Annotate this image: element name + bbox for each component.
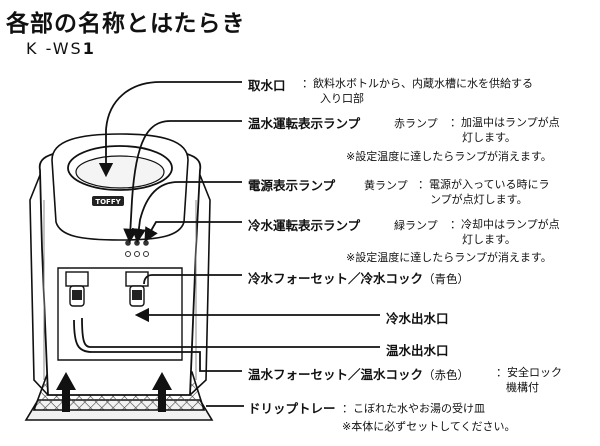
part-label-power-lamp: 電源表示ランプ	[248, 178, 336, 193]
part-desc-hot-faucet: ：安全ロック機構付	[496, 366, 562, 394]
part-label-hot-faucet: 温水フォーセット／温水コック（赤色）	[248, 367, 470, 382]
part-color-cold-lamp: 緑ランプ	[394, 219, 438, 232]
part-label-cold-outlet: 冷水出水口	[386, 311, 449, 326]
part-label-cold-lamp: 冷水運転表示ランプ	[248, 218, 361, 233]
part-color-hot-lamp: 赤ランプ	[394, 117, 438, 130]
model-prefix: K -WS	[26, 39, 83, 58]
svg-text:TOFFY: TOFFY	[95, 198, 121, 206]
part-color-power-lamp: 黄ランプ	[364, 179, 408, 192]
part-label-cold-faucet: 冷水フォーセット／冷水コック（青色）	[248, 271, 470, 286]
part-label-hot-lamp: 温水運転表示ランプ	[248, 116, 361, 131]
model-suffix: 1	[82, 39, 96, 58]
part-label-drip-tray: ドリップトレー	[248, 401, 336, 416]
part-label-water-inlet: 取水口	[248, 78, 286, 93]
part-note-drip-tray: ※本体に必ずセットしてください。	[342, 420, 516, 433]
cold-faucet	[125, 271, 149, 307]
part-desc-drip-tray: ：こぼれた水やお湯の受け皿	[342, 402, 485, 415]
brand-logo	[92, 196, 124, 206]
part-desc-cold-lamp: ：冷却中はランプが点灯します。	[450, 218, 560, 246]
hot-faucet	[65, 271, 89, 307]
part-desc-water-inlet: ：飲料水ボトルから、内蔵水槽に水を供給する入り口部	[302, 77, 533, 105]
part-note-hot-lamp: ※設定温度に達したらランプが消えます。	[346, 150, 552, 163]
part-desc-power-lamp: ：電源が入っている時にランプが点灯します。	[418, 178, 550, 206]
tray-arrows	[56, 372, 172, 412]
model-number: K -WS1	[26, 39, 96, 58]
part-label-hot-outlet: 温水出水口	[386, 343, 449, 358]
part-desc-hot-lamp: ：加温中はランプが点灯します。	[450, 116, 560, 144]
page-title: 各部の名称とはたらき	[6, 11, 246, 37]
part-note-cold-lamp: ※設定温度に達したらランプが消えます。	[346, 251, 552, 264]
